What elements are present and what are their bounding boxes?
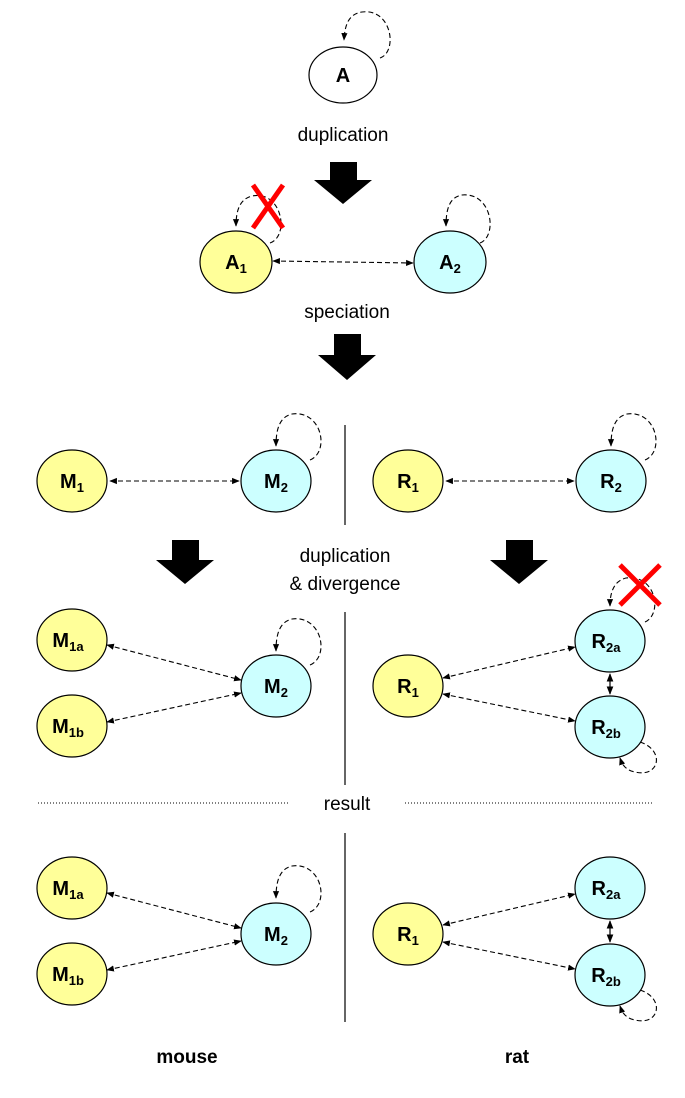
node-A1 <box>199 230 273 294</box>
node-A1-label: A1 <box>225 252 247 276</box>
arrow-dup-rat <box>490 540 548 584</box>
node-M1a-result-label: M1a <box>52 878 84 902</box>
arrow-duplication <box>314 162 372 204</box>
node-A <box>308 46 378 104</box>
edge-R1-R2a-result <box>442 892 576 927</box>
node-M2-result <box>240 902 312 966</box>
label-rat: rat <box>505 1047 530 1068</box>
edge-R2b-self <box>619 741 657 774</box>
node-M2-result-label: M2 <box>264 924 288 948</box>
node-R1-stage3 <box>372 654 444 718</box>
node-A-label: A <box>336 65 350 87</box>
arrow-dup-mouse <box>156 540 214 584</box>
edge-A1-A2 <box>272 258 414 266</box>
node-M1b-result-label: M1b <box>52 964 84 988</box>
edge-A1-self <box>232 195 282 244</box>
node-M1a-label: M1a <box>52 630 84 654</box>
node-A2 <box>413 230 487 294</box>
node-R2b <box>574 695 646 759</box>
node-R1-result <box>372 902 444 966</box>
node-R2-label: R2 <box>600 471 622 495</box>
edge-A2-self <box>442 194 491 244</box>
label-duplication: duplication <box>298 125 389 146</box>
label-result: result <box>324 794 371 815</box>
node-R1-result-label: R1 <box>397 924 419 948</box>
node-R1 <box>372 449 444 513</box>
label-mouse: mouse <box>156 1047 217 1068</box>
loss-mark-A1 <box>250 183 286 230</box>
node-M1b-label: M1b <box>52 716 84 740</box>
node-M2 <box>240 449 312 513</box>
edge-R1-R2a <box>442 645 576 680</box>
edge-M2-self-stage3 <box>272 618 322 666</box>
node-M1 <box>36 449 108 513</box>
node-M1b-result <box>36 942 108 1006</box>
node-R2b-label: R2b <box>591 717 621 741</box>
node-M1a <box>36 608 108 672</box>
node-R2b-result-label: R2b <box>591 965 621 989</box>
edge-R2-self <box>607 413 657 461</box>
loss-mark-R2a <box>618 563 662 607</box>
edge-M1b-M2 <box>106 691 242 724</box>
edge-R2a-self <box>606 577 656 623</box>
edge-M2-self <box>272 413 322 461</box>
edge-R2b-self-result <box>619 989 657 1022</box>
node-R1-stage3-label: R1 <box>397 676 419 700</box>
node-M1a-result <box>36 856 108 920</box>
edge-R1-R2b-result <box>442 940 576 971</box>
node-R2a <box>574 609 646 673</box>
edge-R1-R2b <box>442 692 576 723</box>
edge-M1a-M2-result <box>106 891 242 930</box>
edge-M1b-M2-result <box>106 939 242 972</box>
node-M1-label: M1 <box>60 471 84 495</box>
arrow-speciation <box>318 334 376 380</box>
node-R2 <box>575 449 647 513</box>
edge-M2-self-result <box>272 865 322 913</box>
label-dup-diverge-line2: & divergence <box>290 574 401 595</box>
label-speciation: speciation <box>304 302 390 323</box>
node-A2-label: A2 <box>439 252 461 276</box>
node-M2-stage3 <box>240 654 312 718</box>
node-R1-label: R1 <box>397 471 419 495</box>
node-M2-label: M2 <box>264 471 288 495</box>
edge-A-self <box>341 11 391 59</box>
node-R2a-result <box>574 856 646 920</box>
node-R2a-result-label: R2a <box>592 878 622 902</box>
label-dup-diverge-line1: duplication <box>300 546 391 567</box>
node-M2-stage3-label: M2 <box>264 676 288 700</box>
node-R2a-label: R2a <box>592 631 622 655</box>
node-M1b <box>36 694 108 758</box>
node-R2b-result <box>574 943 646 1007</box>
edge-M1a-M2 <box>106 643 242 682</box>
